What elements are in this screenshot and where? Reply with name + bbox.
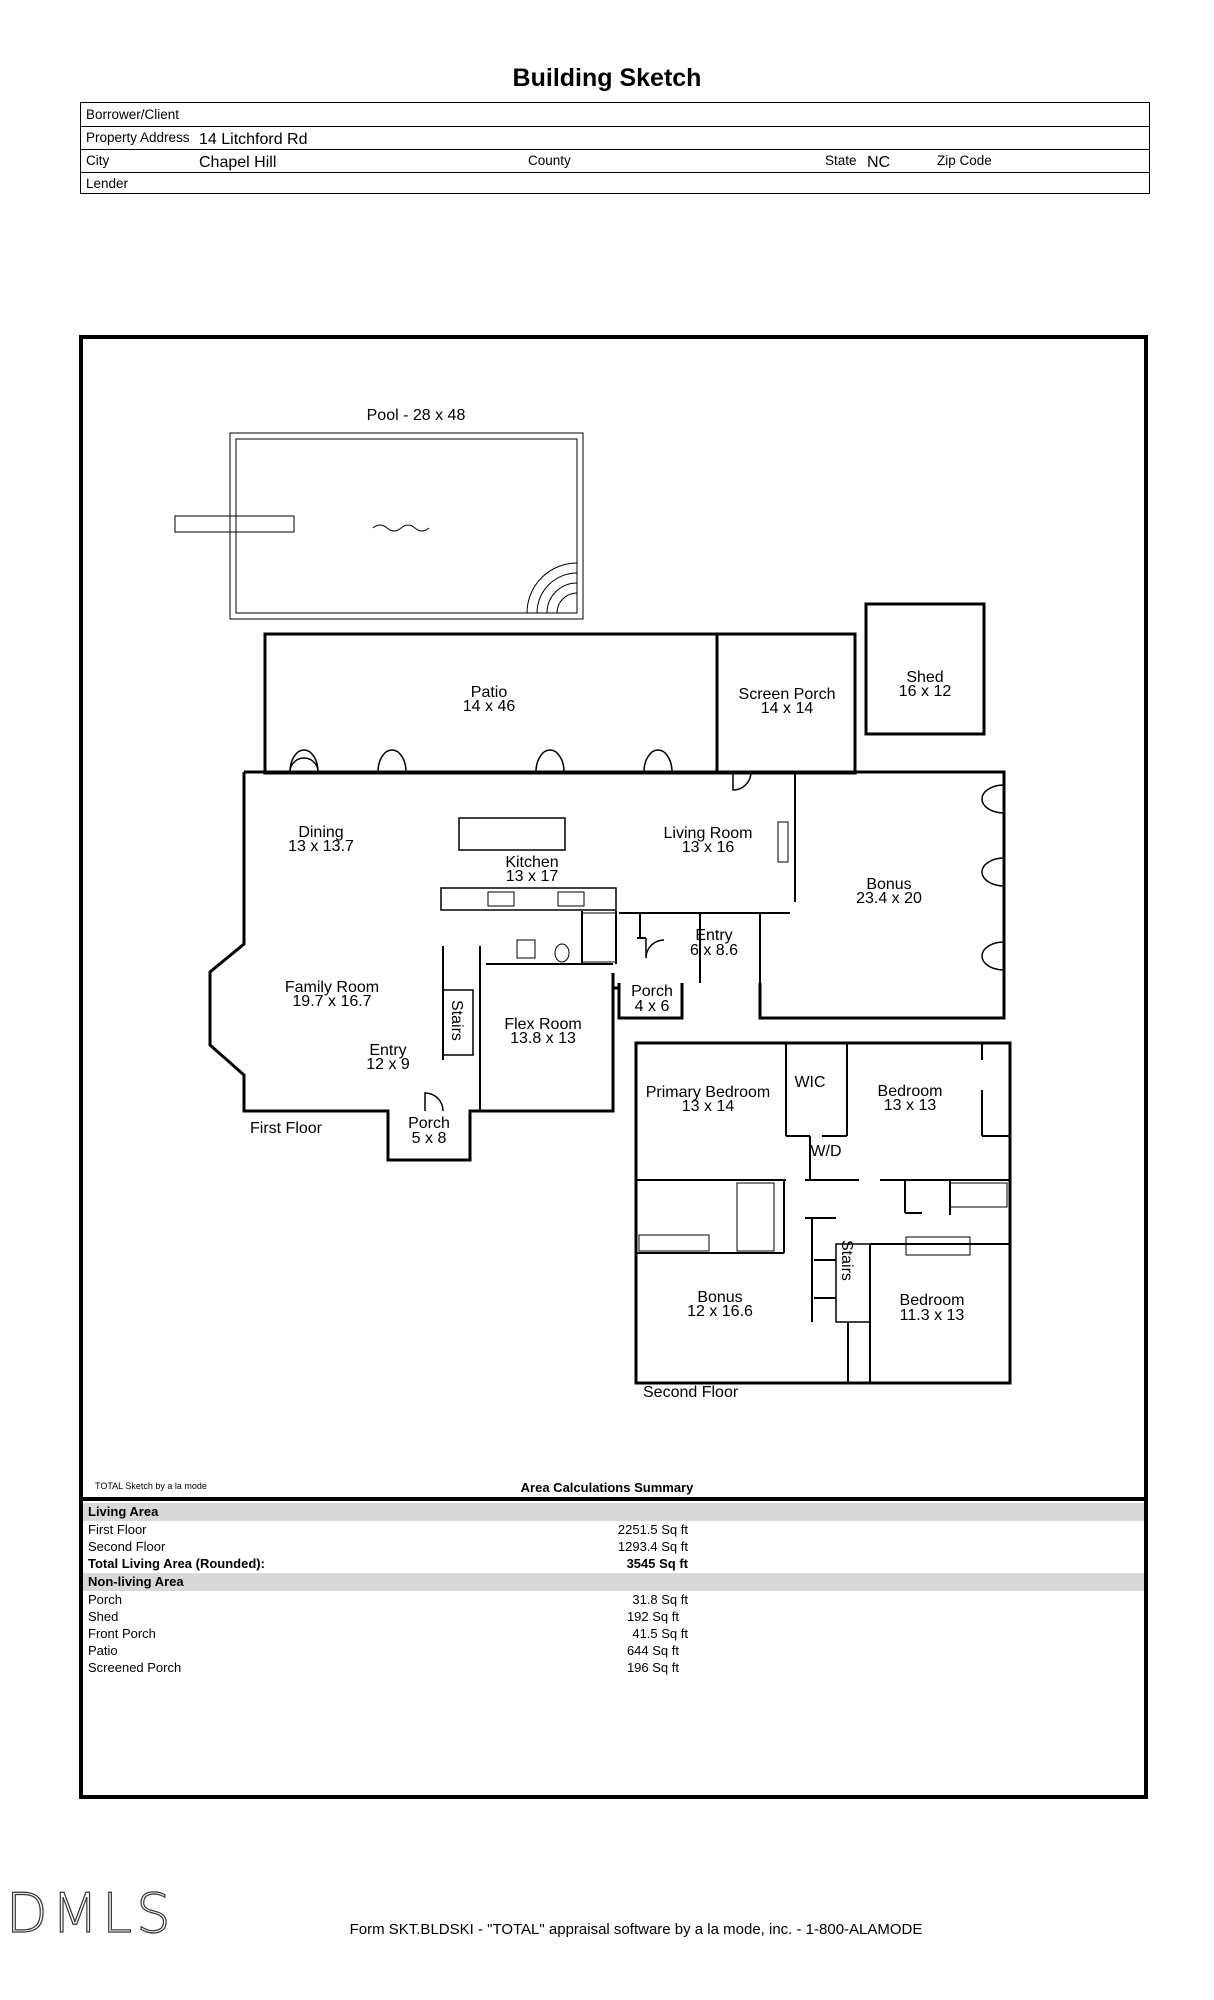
patio-name: Patio <box>471 684 508 701</box>
screen-porch-dims: 14 x 14 <box>761 700 814 717</box>
summary-title: Area Calculations Summary <box>0 1480 1214 1495</box>
kitchen-dims: 13 x 17 <box>506 868 559 885</box>
bedroom-1-name: Bedroom <box>878 1083 943 1100</box>
summary-title-text: Area Calculations Summary <box>520 1480 694 1495</box>
primary-bedroom-dims: 13 x 14 <box>682 1098 735 1115</box>
screen-porch-name: Screen Porch <box>739 686 836 703</box>
pool <box>174 432 584 620</box>
nonliving-area-header: Non-living Area <box>83 1573 1144 1591</box>
summary-row-value: 31.8 Sq ft <box>632 1592 688 1607</box>
state-label: State <box>825 153 857 168</box>
lender-label: Lender <box>86 176 129 191</box>
living-room-name: Living Room <box>664 825 753 842</box>
bonus-1-name: Bonus <box>866 876 911 893</box>
bedroom-1-dims: 13 x 13 <box>884 1097 937 1114</box>
bedroom-2-name: Bedroom <box>900 1292 965 1309</box>
wd-label: W/D <box>810 1143 841 1160</box>
porch-2-dims: 5 x 8 <box>412 1130 447 1147</box>
summary-row-label: First Floor <box>88 1522 147 1537</box>
second-floor-outline <box>634 1041 1012 1385</box>
page-title: Building Sketch <box>512 64 702 92</box>
shed-name: Shed <box>906 669 943 686</box>
summary-row: First Floor 2251.5 Sq ft <box>88 1522 688 1539</box>
living-area-header-text: Living Area <box>88 1504 159 1519</box>
city-row: City Chapel Hill County State NC Zip Cod… <box>81 149 1149 173</box>
lender-row: Lender <box>81 172 1149 195</box>
patio-dims: 14 x 46 <box>463 698 516 715</box>
wic-label: WIC <box>794 1074 825 1091</box>
address-value: 14 Litchford Rd <box>199 131 308 148</box>
summary-row-value: 644 Sq ft <box>626 1643 679 1658</box>
sketch-brand: TOTAL Sketch by a la mode <box>95 1481 207 1491</box>
dmls-logo: DMLS <box>5 1881 175 1945</box>
summary-row-total: Total Living Area (Rounded): 3545 Sq ft <box>88 1556 688 1573</box>
living-room-dims: 13 x 16 <box>682 839 735 856</box>
entry-2-name: Entry <box>369 1042 406 1059</box>
summary-row-value: 196 Sq ft <box>626 1660 679 1675</box>
bonus-1-dims: 23.4 x 20 <box>856 890 922 907</box>
state-value: NC <box>867 154 891 171</box>
summary-row: Second Floor 1293.4 Sq ft <box>88 1539 688 1556</box>
second-floor-label: Second Floor <box>643 1384 739 1401</box>
bedroom-2-dims: 11.3 x 13 <box>900 1307 965 1324</box>
summary-row-value: 1293.4 Sq ft <box>617 1539 688 1554</box>
summary-row: Patio 644 Sq ft <box>88 1643 688 1660</box>
bonus-2-name: Bonus <box>697 1289 742 1306</box>
sketch-frame <box>79 335 1148 1799</box>
dining-dims: 13 x 13.7 <box>288 838 354 855</box>
borrower-row: Borrower/Client <box>81 103 1149 127</box>
living-area-header: Living Area <box>83 1503 1144 1521</box>
summary-row-label: Porch <box>88 1592 122 1607</box>
stairs-1-label: Stairs <box>448 1000 465 1041</box>
summary-row-label: Second Floor <box>88 1539 166 1554</box>
summary-row: Shed 192 Sq ft <box>88 1609 688 1626</box>
summary-row: Screened Porch 196 Sq ft <box>88 1660 688 1677</box>
family-room-name: Family Room <box>285 979 379 996</box>
summary-row-label: Shed <box>88 1609 119 1624</box>
entry-1-dims: 6 x 8.6 <box>690 942 738 959</box>
stairs-2-label: Stairs <box>838 1240 855 1281</box>
summary-row-value: 3545 Sq ft <box>626 1556 688 1571</box>
dining-name: Dining <box>298 824 343 841</box>
summary-row-value: 192 Sq ft <box>626 1609 679 1624</box>
first-floor-label: First Floor <box>250 1120 323 1137</box>
summary-row-label: Screened Porch <box>88 1660 182 1675</box>
summary-row-label: Total Living Area (Rounded): <box>88 1556 265 1571</box>
porch-1-name: Porch <box>631 983 673 1000</box>
county-label: County <box>528 153 571 168</box>
primary-bedroom-name: Primary Bedroom <box>646 1084 770 1101</box>
entry-2-dims: 12 x 9 <box>366 1056 410 1073</box>
property-info-table: Borrower/Client Property Address 14 Litc… <box>80 102 1150 194</box>
porch-1-dims: 4 x 6 <box>635 998 670 1015</box>
entry-1-name: Entry <box>695 927 732 944</box>
kitchen-name: Kitchen <box>505 854 558 871</box>
summary-row-value: 41.5 Sq ft <box>632 1626 688 1641</box>
summary-row-value: 2251.5 Sq ft <box>617 1522 688 1537</box>
borrower-label: Borrower/Client <box>86 107 180 122</box>
zip-label: Zip Code <box>937 153 992 168</box>
form-footer: Form SKT.BLDSKI - "TOTAL" appraisal soft… <box>349 1921 923 1938</box>
porch-2-name: Porch <box>408 1115 450 1132</box>
summary-row-label: Front Porch <box>88 1626 156 1641</box>
city-value: Chapel Hill <box>199 154 277 171</box>
summary-row-label: Patio <box>88 1643 118 1658</box>
bonus-2-dims: 12 x 16.6 <box>687 1303 753 1320</box>
floor-plan: Pool - 28 x 48 Patio 14 x 46 Screen Porc… <box>174 407 1012 1401</box>
address-label: Property Address <box>86 130 190 145</box>
flex-room-dims: 13.8 x 13 <box>510 1030 576 1047</box>
summary-row: Front Porch 41.5 Sq ft <box>88 1626 688 1643</box>
nonliving-area-header-text: Non-living Area <box>88 1574 184 1589</box>
family-room-dims: 19.7 x 16.7 <box>292 993 371 1010</box>
summary-divider <box>79 1497 1148 1501</box>
address-row: Property Address 14 Litchford Rd <box>81 126 1149 150</box>
city-label: City <box>86 153 110 168</box>
pool-label: Pool - 28 x 48 <box>367 407 466 424</box>
shed-outline <box>864 602 986 736</box>
summary-row: Porch 31.8 Sq ft <box>88 1592 688 1609</box>
flex-room-name: Flex Room <box>504 1016 581 1033</box>
shed-dims: 16 x 12 <box>899 683 952 700</box>
